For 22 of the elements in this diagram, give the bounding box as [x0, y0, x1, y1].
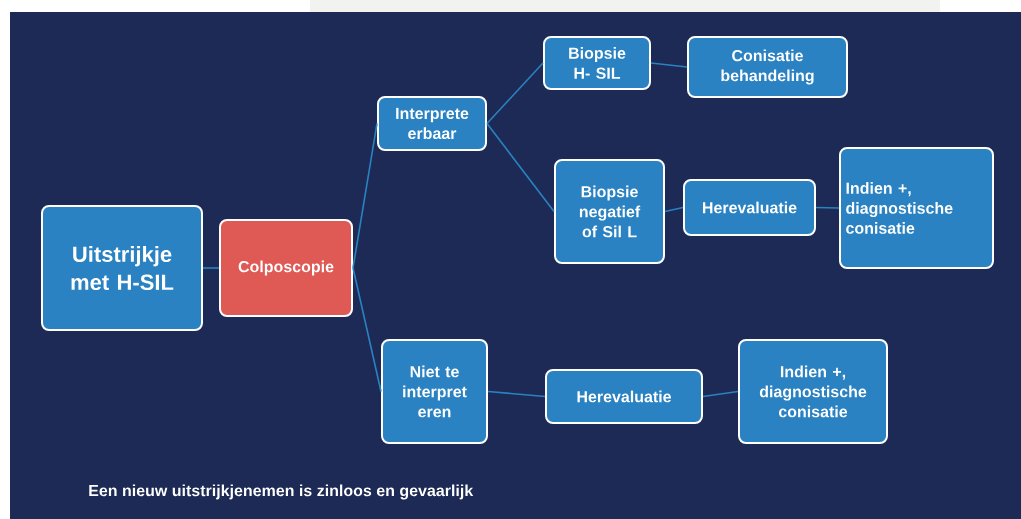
process-box: Interprete erbaar — [377, 96, 487, 151]
connector-line — [202, 267, 220, 269]
connector-line — [352, 122, 378, 269]
process-box: Herevaluatie — [683, 179, 816, 236]
process-box: Indien +, diagnostische conisatie — [839, 147, 994, 269]
process-box: Niet te interpret eren — [381, 339, 488, 444]
connector-line — [702, 390, 739, 398]
process-box: Uitstrijkje met H-SIL — [41, 205, 203, 331]
connector-line — [815, 206, 840, 209]
process-box: Conisatie behandeling — [687, 36, 848, 98]
connector-line — [487, 390, 546, 398]
process-box: Herevaluatie — [545, 369, 703, 424]
connector-line — [650, 62, 688, 68]
process-box: Colposcopie — [219, 219, 353, 317]
connector-line — [486, 62, 544, 125]
connector-line — [352, 267, 382, 393]
connector-line — [664, 206, 684, 213]
process-box: Biopsie H- SIL — [543, 36, 651, 90]
note-text: Een nieuw uitstrijkjenemen is zinloos en gevaarlijk — [89, 484, 474, 500]
connector-line — [486, 122, 555, 213]
process-box: Biopsie negatief of Sil L — [554, 159, 665, 264]
process-box: Indien +, diagnostische conisatie — [738, 339, 888, 444]
